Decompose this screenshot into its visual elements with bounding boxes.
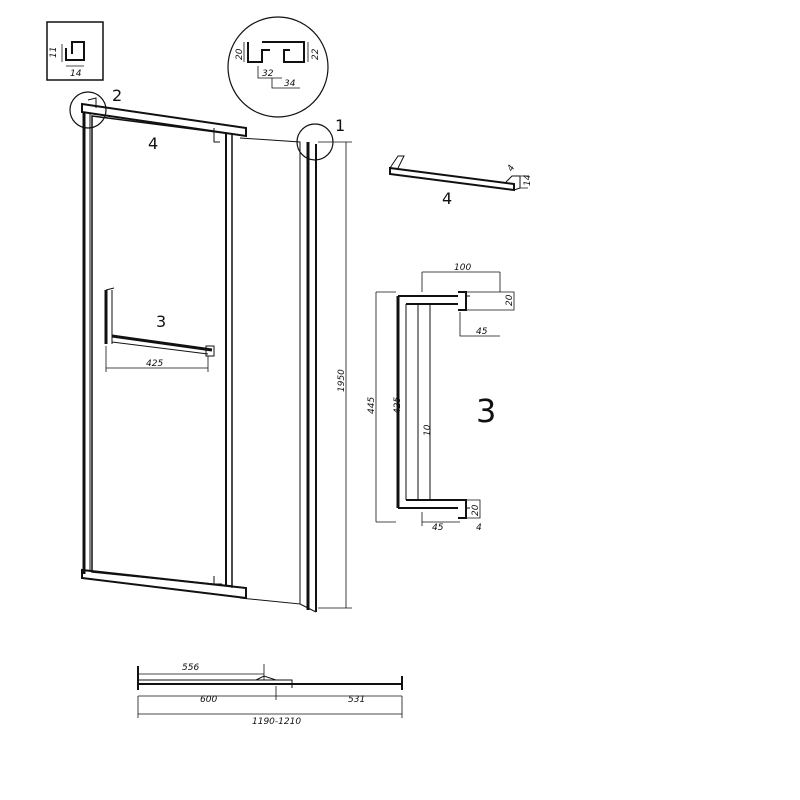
handle-top-cap — [105, 287, 115, 291]
bottom-mount — [458, 499, 467, 519]
handle-outer-length: 445 — [367, 397, 377, 414]
detail-1-left: 20 — [235, 48, 245, 60]
plan-total: 1190-1210 — [252, 717, 301, 727]
callout-2-label: 2 — [112, 86, 122, 105]
detail-1-profile-right — [262, 41, 305, 63]
towel-bar-end — [205, 345, 215, 357]
outer-length-dim-lines — [375, 291, 396, 523]
front-elevation: 2 1 4 3 425 1950 — [69, 86, 352, 613]
part-4-depth: 14 — [523, 174, 533, 186]
bottom-mount-box — [466, 499, 481, 519]
part-4-bar — [389, 166, 515, 192]
handle-top-height: 20 — [505, 294, 515, 306]
plan-view: 556 600 531 1190-1210 — [137, 663, 403, 727]
part-3-label: 3 — [156, 312, 166, 331]
detail-2-profile-shape — [65, 41, 85, 61]
top-hinge — [213, 128, 220, 143]
plan-end-profiles — [137, 666, 403, 690]
towel-bar-lower — [111, 341, 209, 355]
detail-2-profile: 11 14 — [46, 21, 104, 81]
callout-1-label: 1 — [335, 116, 345, 135]
detail-1-profile: 20 22 32 34 — [227, 16, 329, 118]
plan-door-line — [138, 686, 277, 700]
top-mount-dims — [466, 291, 515, 311]
detail-2-box — [46, 21, 104, 81]
top-mount — [458, 291, 467, 311]
handle-bottom-offset: 45 — [432, 523, 444, 533]
part-4-detail: 4 14 4 — [389, 155, 533, 208]
part-4-thickness: 4 — [506, 163, 518, 173]
handle-bottom-arm — [398, 499, 458, 509]
handle-bar-ladder — [417, 304, 431, 500]
callout-2-circle — [69, 91, 107, 129]
bottom-offset-line — [421, 512, 460, 526]
detail-1-outer: 34 — [284, 79, 296, 89]
mount-pins — [466, 295, 470, 509]
towel-bar — [111, 334, 213, 352]
detail-1-profile-left — [247, 42, 270, 63]
handle-width-dim-lines — [421, 271, 501, 292]
handle-bottom-thickness: 4 — [476, 523, 482, 533]
handle-inner-length: 425 — [393, 397, 403, 414]
plan-door-inner: 556 — [182, 663, 199, 673]
detail-1-right: 22 — [311, 48, 321, 60]
detail-2-width: 14 — [70, 69, 82, 79]
plan-panel-dim: 531 — [348, 695, 365, 705]
bottom-rail — [81, 568, 247, 600]
detail-2-height: 11 — [49, 47, 59, 58]
handle-bar-thickness: 10 — [423, 424, 433, 436]
top-rail — [81, 102, 247, 138]
part-4-detail-label: 4 — [442, 189, 452, 208]
top-offset-line — [459, 312, 500, 337]
handle-span-dim-lines — [105, 346, 209, 372]
detail-1-circle — [227, 16, 329, 118]
plan-door: 600 — [200, 695, 217, 705]
plan-total-line — [137, 696, 403, 718]
handle-top-offset: 45 — [476, 327, 488, 337]
handle-width-dim: 100 — [454, 263, 471, 273]
top-rail-end — [87, 97, 97, 108]
fixed-panel-frame — [239, 137, 301, 605]
bottom-hinge — [213, 576, 222, 585]
detail-1-inner: 32 — [262, 69, 274, 79]
handle-span-dim: 425 — [146, 359, 163, 369]
part-3-detail: 100 20 45 445 425 10 45 20 4 3 — [367, 263, 515, 533]
part-4-depth-lines — [520, 175, 528, 189]
part-3-detail-label: 3 — [476, 392, 496, 430]
part-4-label: 4 — [148, 134, 158, 153]
plan-hinge — [255, 675, 277, 681]
handle-top-arm — [398, 295, 458, 305]
fixed-panel-foot — [299, 603, 317, 613]
plan-panel — [138, 679, 293, 688]
detail-1-inner-line — [257, 66, 282, 79]
handle-bottom-height: 20 — [471, 504, 481, 516]
total-height-dim-lines — [318, 141, 352, 609]
total-height-dim: 1950 — [337, 369, 347, 392]
detail-1-outer-line — [271, 78, 300, 89]
part-4-left-end — [389, 155, 405, 169]
plan-door-inner-line — [138, 664, 265, 680]
detail-1-height-lines — [243, 42, 309, 62]
